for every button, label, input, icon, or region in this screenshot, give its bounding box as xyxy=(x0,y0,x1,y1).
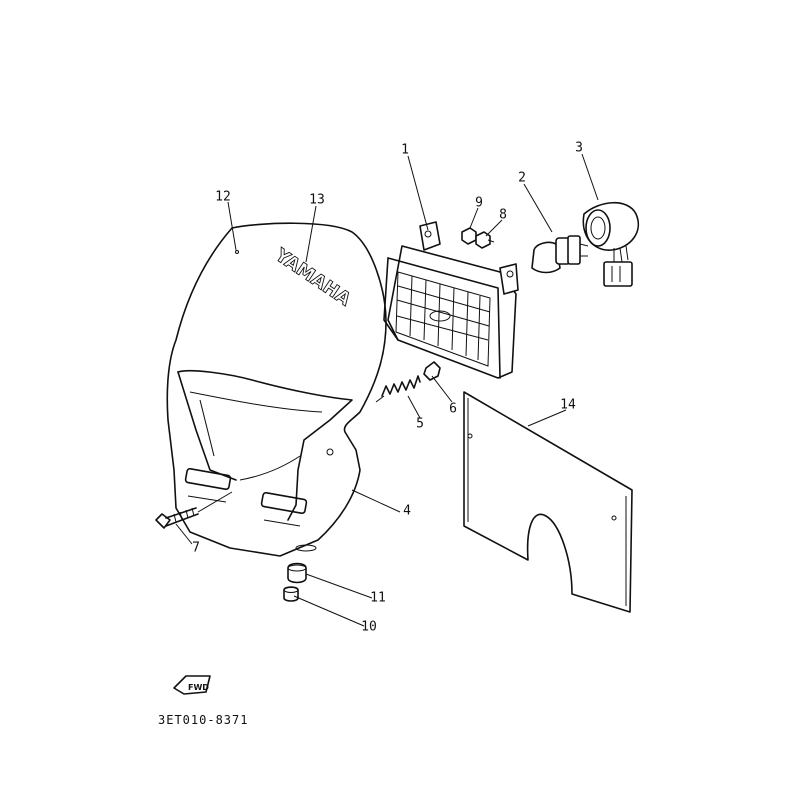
headlight-unit xyxy=(383,221,519,379)
forward-arrow-icon: FWD xyxy=(173,675,211,695)
callout-13: 13 xyxy=(309,192,325,208)
number-plate xyxy=(463,391,633,613)
headlight-cowl: YAMAHA xyxy=(166,222,387,557)
callout-14: 14 xyxy=(560,397,576,413)
screw-8 xyxy=(475,231,495,249)
adjuster-6 xyxy=(423,361,441,381)
callout-9: 9 xyxy=(475,195,483,211)
collar-10 xyxy=(283,586,299,602)
spring-5 xyxy=(375,375,421,403)
callout-6: 6 xyxy=(449,401,457,417)
callout-10: 10 xyxy=(361,619,377,635)
callout-12: 12 xyxy=(215,189,231,205)
callout-2: 2 xyxy=(518,170,526,186)
callout-1: 1 xyxy=(401,142,409,158)
callout-8: 8 xyxy=(499,207,507,223)
fwd-label: FWD xyxy=(188,683,209,692)
callout-3: 3 xyxy=(575,140,583,156)
callout-11: 11 xyxy=(370,590,386,606)
leader-lines xyxy=(175,153,599,627)
drawing-code: 3ET010-8371 xyxy=(158,713,249,727)
callout-7: 7 xyxy=(192,540,200,556)
callout-4: 4 xyxy=(403,503,411,519)
bulb-socket xyxy=(582,202,639,287)
callout-5: 5 xyxy=(416,416,424,432)
headlight-bulb xyxy=(531,235,589,274)
grommet-11 xyxy=(287,562,307,584)
nut-9 xyxy=(461,227,477,245)
bolt-7 xyxy=(155,491,233,529)
